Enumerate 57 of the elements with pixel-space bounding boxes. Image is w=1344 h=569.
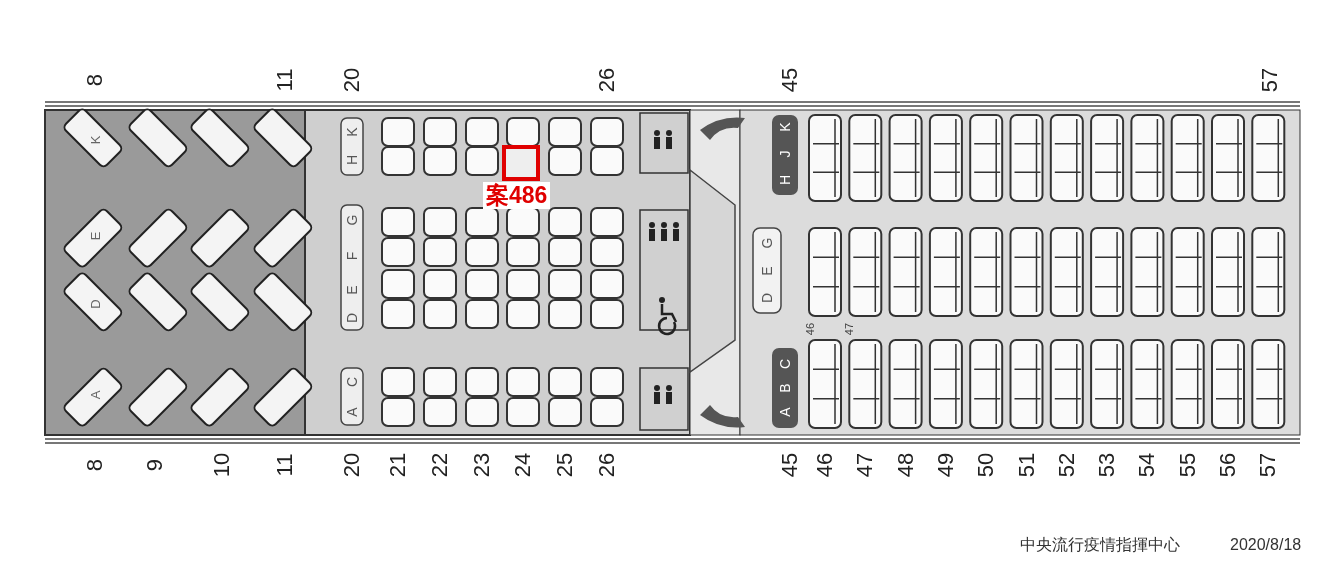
row-number: 46 — [814, 452, 836, 478]
highlighted-seat — [502, 145, 540, 181]
seat-letter: A — [778, 407, 792, 417]
row-number: 46 — [804, 322, 816, 336]
row-number: 45 — [779, 452, 801, 478]
seat-letter: E — [345, 285, 359, 295]
row-number: 57 — [1257, 452, 1280, 478]
row-number: 50 — [975, 452, 998, 478]
row-number: 24 — [512, 452, 534, 478]
seat-letter: D — [88, 299, 102, 309]
row-number: 55 — [1176, 452, 1199, 478]
seat-letter: E — [760, 266, 774, 276]
seat-letter: G — [345, 214, 359, 226]
row-number: 20 — [341, 67, 363, 93]
seat-letter: G — [760, 237, 774, 249]
row-number: 23 — [471, 452, 493, 478]
row-number: 47 — [854, 452, 877, 478]
seat-letter: K — [88, 135, 102, 145]
seat-letter: H — [778, 174, 792, 186]
row-number: 25 — [554, 452, 576, 478]
row-number: 53 — [1096, 452, 1119, 478]
seat-letter: C — [778, 358, 792, 370]
row-number: 11 — [274, 68, 296, 92]
row-number: 47 — [843, 322, 855, 336]
row-number: 56 — [1217, 452, 1239, 478]
seat-letter: B — [778, 383, 792, 393]
seat-letter: A — [345, 407, 359, 417]
row-number: 20 — [341, 452, 363, 478]
row-number: 52 — [1055, 452, 1078, 478]
row-number: 8 — [84, 73, 106, 87]
row-number: 51 — [1015, 452, 1038, 478]
case-label: 案486 — [483, 182, 551, 210]
row-number: 11 — [274, 453, 296, 477]
seat-letter: D — [760, 292, 774, 304]
row-number: 26 — [596, 67, 618, 93]
seat-letter: J — [778, 150, 792, 158]
row-number: 57 — [1259, 67, 1281, 93]
source-text: 中央流行疫情指揮中心 — [1020, 537, 1180, 553]
seat-letter: K — [345, 127, 359, 137]
row-number: 21 — [387, 452, 409, 478]
row-number: 8 — [84, 458, 106, 472]
seat-letter: D — [345, 312, 359, 324]
seat-letter: C — [345, 376, 359, 388]
row-number: 22 — [429, 452, 451, 478]
row-number: 10 — [211, 452, 233, 478]
seat-letter: F — [345, 251, 359, 261]
row-number: 26 — [596, 452, 618, 478]
row-number: 54 — [1136, 452, 1159, 478]
date-text: 2020/8/18 — [1230, 537, 1302, 553]
seat-letter: A — [88, 390, 102, 400]
seat-letter: K — [778, 122, 792, 132]
seat-letter: H — [345, 154, 359, 166]
row-number: 45 — [779, 67, 801, 93]
row-number: 9 — [144, 458, 166, 472]
seat-letter: E — [88, 231, 102, 241]
row-number: 49 — [934, 452, 957, 478]
row-number: 48 — [894, 452, 917, 478]
